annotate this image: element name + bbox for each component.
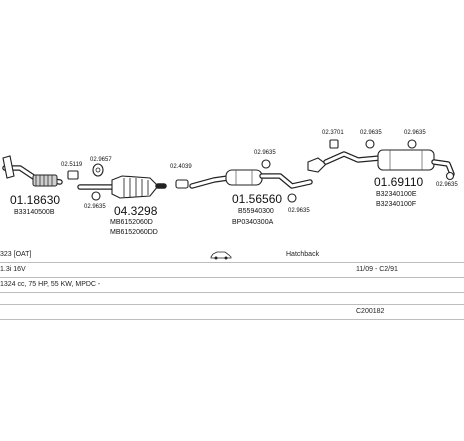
catalyst-oe-2: MB6152060DD: [110, 229, 158, 236]
middle-silencer: [189, 169, 313, 189]
table-row: C200182: [0, 305, 464, 320]
gasket-icon: [92, 163, 104, 177]
gasket-1-code: 02.9657: [90, 157, 112, 163]
hanger-3-code: 02.9635: [404, 130, 426, 136]
rear-silencer-code: 01.69110: [374, 175, 423, 189]
rear-silencer: [307, 149, 455, 177]
hanger-icon: [329, 139, 417, 149]
front-pipe-code: 01.18630: [10, 193, 60, 207]
table-row: 1324 cc, 75 HP, 55 KW, MPDC -: [0, 278, 464, 293]
car-icon: [210, 251, 232, 260]
exhaust-system-diagram: 01.18630 B33140500B 02.5119 02.9657 02.9…: [2, 130, 458, 236]
bolt-1-code: 02.5119: [61, 162, 83, 168]
front-pipe: [2, 155, 63, 187]
catalyst: [77, 175, 167, 199]
clamp-icon: [91, 191, 101, 201]
bolt-2-code: 02.9635: [84, 204, 106, 210]
clamp-2-code: 02.9635: [288, 208, 310, 214]
vehicle-body: Hatchback: [286, 251, 320, 258]
vehicle-ref: C200182: [356, 308, 385, 315]
clamp-icon: [261, 159, 297, 203]
table-row: [0, 293, 464, 305]
front-pipe-oe: B33140500B: [14, 209, 55, 216]
gasket-2-code: 02.4039: [170, 164, 192, 170]
hanger-1-code: 02.3701: [322, 130, 344, 136]
gasket-icon: [175, 179, 189, 189]
vehicle-years: 11/09 - C2/91: [356, 266, 398, 273]
hanger-2-code: 02.9635: [360, 130, 382, 136]
clamp-icon: [445, 171, 455, 181]
middle-silencer-code: 01.56560: [232, 192, 282, 206]
vehicle-spec: 1324 cc, 75 HP, 55 KW, MPDC -: [0, 281, 101, 288]
middle-silencer-oe-2: BP0340300A: [232, 219, 274, 226]
catalyst-oe-1: MB6152060D: [110, 219, 153, 226]
rear-clamp-code: 02.9635: [436, 182, 458, 188]
catalyst-code: 04.3298: [114, 204, 158, 218]
bolt-icon: [67, 170, 79, 180]
vehicle-engine: 1.3i 16V: [0, 266, 26, 273]
table-row: 323 [OAT] Hatchback: [0, 248, 464, 263]
rear-silencer-oe-2: B32340100F: [376, 201, 416, 208]
table-row: 1.3i 16V 11/09 - C2/91: [0, 263, 464, 278]
vehicle-info-table: 323 [OAT] Hatchback 1.3i 16V 11/09 - C2/…: [0, 248, 464, 328]
rear-silencer-oe-1: B32340100E: [376, 191, 417, 198]
middle-silencer-oe-1: B55940300: [238, 208, 274, 215]
clamp-1-code: 02.9635: [254, 150, 276, 156]
vehicle-model: 323 [OAT]: [0, 251, 32, 258]
